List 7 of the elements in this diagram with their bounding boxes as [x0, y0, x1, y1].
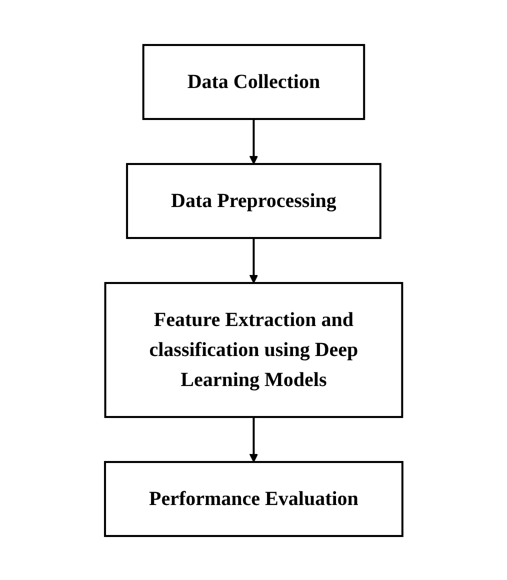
node-box: Data Preprocessing — [126, 162, 382, 238]
node-box: Data Collection — [142, 44, 365, 120]
arrow — [249, 416, 258, 462]
arrow — [249, 118, 258, 164]
arrow — [249, 238, 258, 283]
node-box: Performance Evaluation — [104, 460, 404, 536]
node-box: Feature Extraction and classification using Deep Learning Models — [104, 282, 403, 418]
